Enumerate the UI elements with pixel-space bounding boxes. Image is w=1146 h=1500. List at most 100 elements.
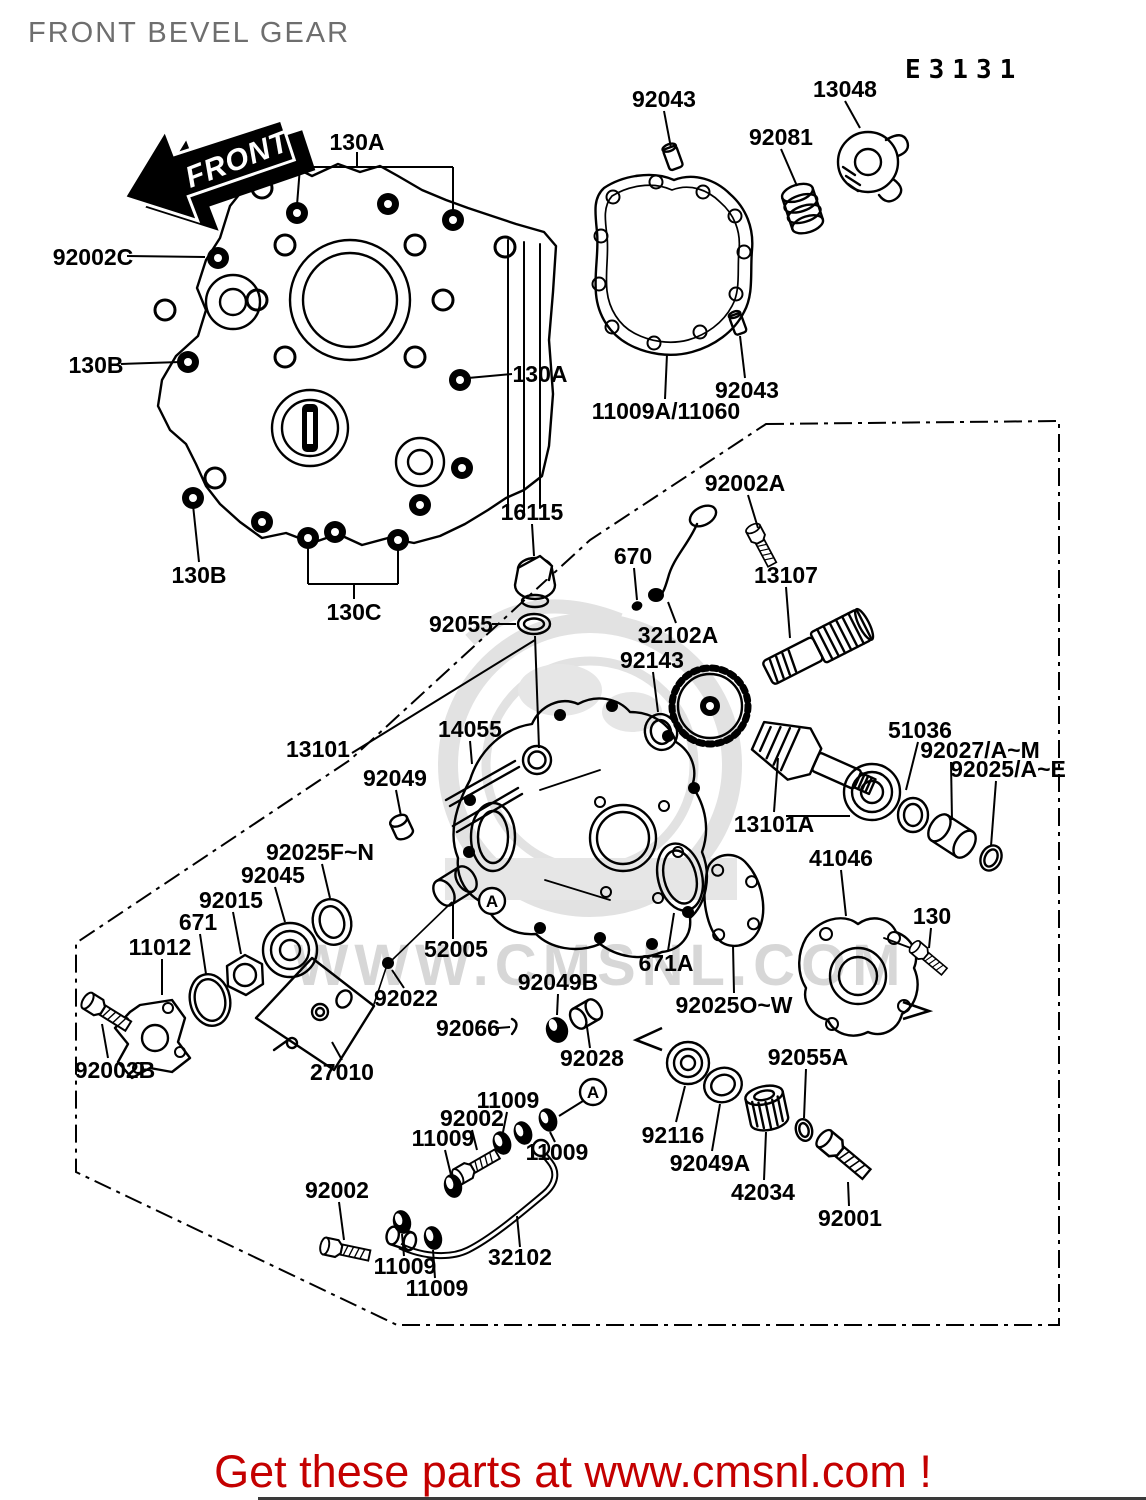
part-label-130b-1: 130B: [69, 352, 124, 378]
part-label-32102: 32102: [488, 1244, 552, 1270]
callout-a1: A: [477, 886, 507, 916]
part-label-92002-1: 92002: [440, 1105, 504, 1131]
bushing-52005-drawing: [432, 865, 478, 907]
dowel-pin-mid-drawing: [727, 309, 748, 336]
part-label-130: 130: [913, 903, 951, 929]
footer-shop-link[interactable]: Get these parts at www.cmsnl.com !: [214, 1446, 932, 1497]
part-label-52005: 52005: [424, 936, 488, 962]
part-label-11009-4: 11009: [374, 1253, 437, 1279]
part-label-11009-5: 11009: [406, 1275, 469, 1301]
plate-92025ow-drawing: [703, 853, 765, 948]
part-label-51036: 51036: [888, 717, 952, 743]
gasket-drawing: [591, 173, 754, 357]
part-label-92002-2: 92002: [305, 1177, 369, 1203]
part-label-92025ae: 92025/A~E: [950, 756, 1066, 782]
switch-27010-drawing: [254, 956, 376, 1072]
oring-92025ae-drawing: [979, 844, 1003, 872]
part-label-92025ow: 92025O~W: [676, 992, 793, 1018]
part-label-27010: 27010: [310, 1059, 374, 1085]
bolt-92001: [812, 1126, 875, 1184]
bearing-92116-drawing: [665, 1040, 711, 1086]
part-label-92028: 92028: [560, 1045, 624, 1071]
leader-lines: [101, 100, 997, 1279]
nut-92015-drawing: [225, 953, 265, 997]
assembly-boundary: [75, 419, 1060, 1326]
part-label-92025fn: 92025F~N: [266, 839, 374, 865]
oring-671-drawing: [188, 973, 232, 1027]
coupling-13048-drawing: [836, 130, 910, 203]
part-label-41046: 41046: [809, 845, 873, 871]
clip-92066-drawing: [510, 1017, 518, 1036]
diagram-code: E3131: [905, 55, 1023, 85]
part-label-92049: 92049: [363, 765, 427, 791]
front-direction-arrow: FRONT: [122, 118, 316, 231]
oring-92055-drawing: [516, 612, 552, 636]
part-label-130a-right: 130A: [513, 361, 568, 387]
washer-92027-drawing: [896, 796, 930, 834]
page-title: FRONT BEVEL GEAR: [28, 17, 350, 49]
cup-92049-drawing: [388, 813, 415, 841]
part-label-92049b: 92049B: [518, 969, 599, 995]
bottom-edge-divider: [258, 1497, 1146, 1500]
flange-41046-drawing: [798, 917, 919, 1037]
part-label-671a: 671A: [639, 950, 694, 976]
part-label-130c: 130C: [327, 599, 382, 625]
filler-cap-16115-drawing: [513, 554, 557, 609]
oring-92055a-drawing: [794, 1117, 814, 1143]
chevron-right-icon: [902, 1000, 934, 1021]
bearing-51036-drawing: [842, 762, 902, 822]
part-label-11012: 11012: [129, 934, 192, 960]
callout-a2: A: [578, 1077, 608, 1107]
bolt-92002b: [77, 989, 135, 1035]
part-label-32102a: 32102A: [638, 622, 719, 648]
part-label-92066: 92066: [436, 1015, 500, 1041]
bolt-130: [906, 938, 950, 978]
part-label-92045: 92045: [241, 862, 305, 888]
dowel-pin-top-drawing: [661, 142, 684, 172]
part-label-42034: 42034: [731, 1179, 795, 1205]
part-label-92049a: 92049A: [670, 1150, 751, 1176]
bearing-92045-drawing: [261, 921, 319, 979]
part-label-92143: 92143: [620, 647, 684, 673]
part-label-92055a: 92055A: [768, 1044, 849, 1070]
part-label-130a-top: 130A: [330, 129, 385, 155]
part-label-11009-3: 11009: [526, 1139, 589, 1165]
cap-92049b-drawing: [545, 1017, 569, 1043]
part-label-16115: 16115: [501, 499, 564, 525]
part-labels: 130A 92002C 130B 130A 130B 130C 16115 92…: [53, 76, 1066, 1301]
crankcase-drawing: [153, 162, 558, 547]
oil-pipe-32102-drawing: [385, 1138, 559, 1260]
part-label-92043-top: 92043: [632, 86, 696, 112]
chevron-left-icon: [632, 1026, 663, 1052]
plug-92081-drawing: [780, 182, 825, 235]
bolt-92002-lower: [317, 1235, 373, 1265]
shaft-13107-drawing: [762, 607, 875, 685]
part-label-671: 671: [179, 909, 218, 935]
part-label-130b-2: 130B: [172, 562, 227, 588]
part-label-92015: 92015: [199, 887, 263, 913]
part-label-13101a: 13101A: [734, 811, 815, 837]
breather-32102a-drawing: [648, 504, 718, 602]
seal-92025fn-drawing: [311, 898, 353, 946]
oring-671a-drawing: [655, 842, 705, 912]
part-label-11009-1: 11009: [477, 1087, 540, 1113]
bushing-92028-drawing: [568, 998, 604, 1030]
part-label-11009a-11060: 11009A/11060: [592, 398, 740, 424]
part-label-92043-mid: 92043: [715, 377, 779, 403]
part-label-92022: 92022: [374, 985, 438, 1011]
part-label-92027am: 92027/A~M: [920, 737, 1040, 763]
part-label-92081: 92081: [749, 124, 813, 150]
part-label-13048: 13048: [813, 76, 877, 102]
part-label-92002a: 92002A: [705, 470, 786, 496]
part-label-92001: 92001: [818, 1205, 882, 1231]
part-label-670: 670: [614, 543, 652, 569]
part-label-13107: 13107: [754, 562, 818, 588]
part-label-14055: 14055: [438, 716, 502, 742]
callout-a1-letter: A: [486, 892, 498, 911]
part-label-92055: 92055: [429, 611, 493, 637]
gear-disc-drawing: [668, 664, 752, 748]
part-label-92002b: 92002B: [75, 1057, 156, 1083]
collar-92025-drawing: [927, 813, 977, 859]
